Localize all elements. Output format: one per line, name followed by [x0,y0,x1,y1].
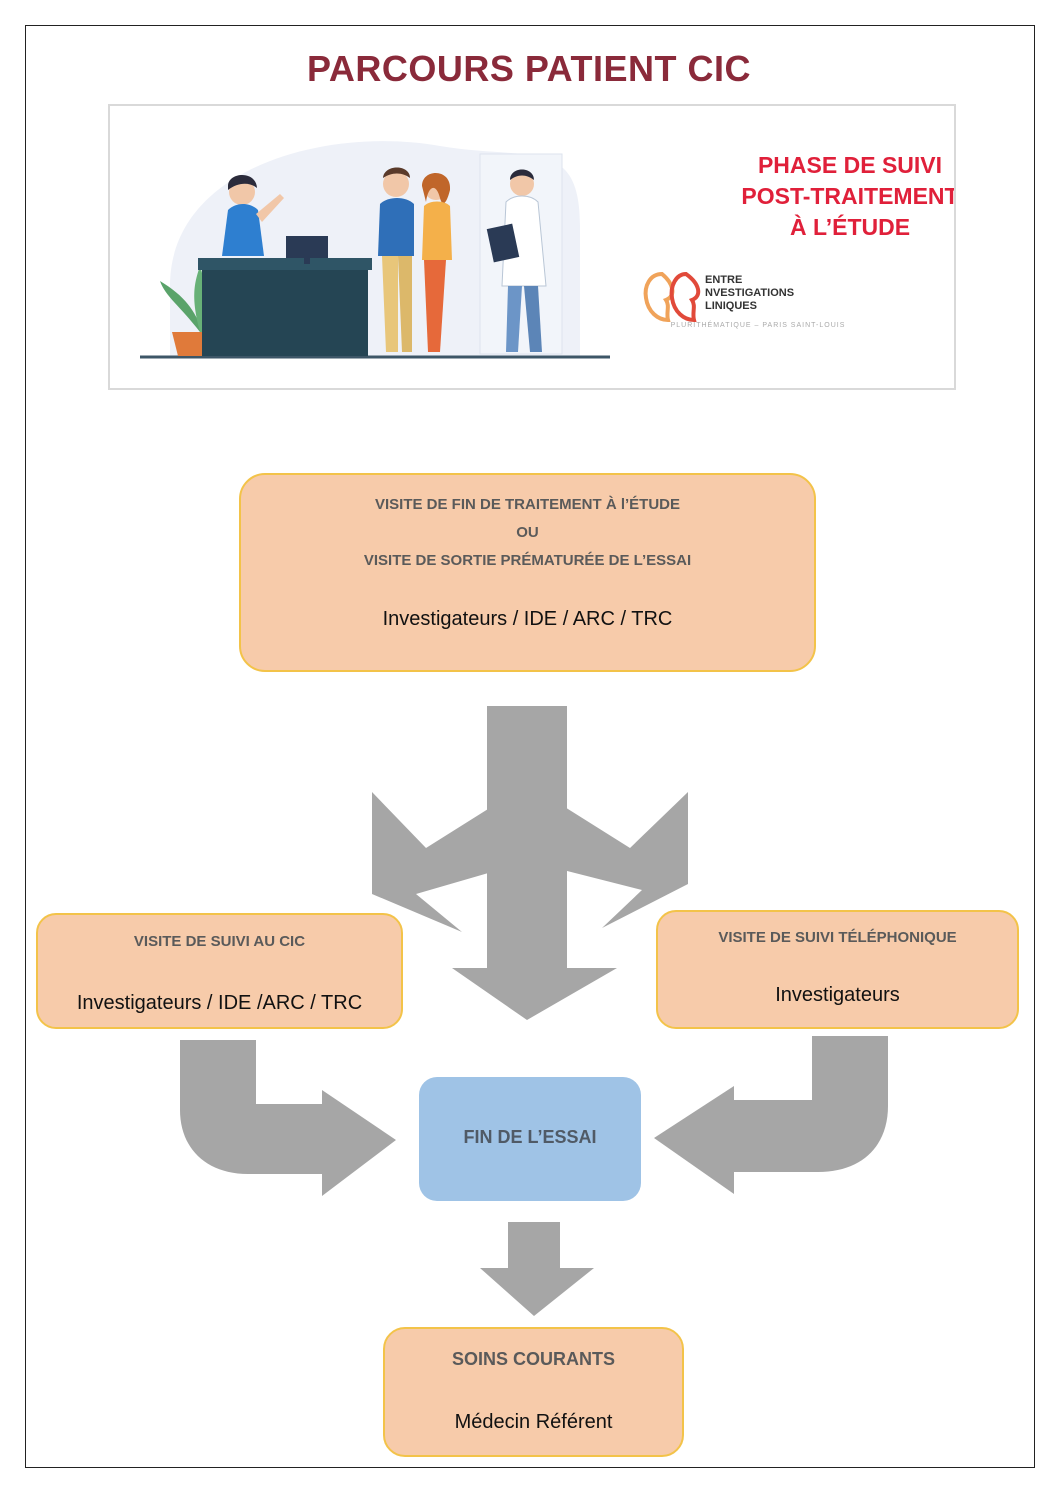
arrow-center-down [452,706,617,1020]
logo-line-3: LINIQUES [705,300,757,312]
box-end-of-treatment-visit: VISITE DE FIN DE TRAITEMENT À l’ÉTUDE OU… [239,473,816,672]
cic-followup-caption: VISITE DE SUIVI AU CIC [133,933,306,950]
end-visit-actors: Investigateurs / IDE / ARC / TRC [382,608,673,630]
usual-care-caption: SOINS COURANTS [451,1349,615,1369]
box-cic-followup-visit: VISITE DE SUIVI AU CIC Investigateurs / … [36,913,403,1029]
phase-heading: PHASE DE SUIVI POST-TRAITEMENT À L’ÉTUDE [710,150,956,243]
end-visit-line-3: VISITE DE SORTIE PRÉMATURÉE DE L’ESSAI [363,552,692,569]
logo-line-1: ENTRE [705,274,743,286]
phase-line-2: POST-TRAITEMENT [741,183,956,209]
page-title: PARCOURS PATIENT CIC [306,48,751,89]
phone-followup-actors: Investigateurs [775,984,900,1006]
banner-illustration [140,141,701,359]
arrow-right-diagonal [516,792,688,928]
cic-logo-text: ENTRE NVESTIGATIONS LINIQUES [705,274,794,313]
cic-followup-actors: Investigateurs / IDE /ARC / TRC [76,992,363,1014]
banner: PHASE DE SUIVI POST-TRAITEMENT À L’ÉTUDE… [108,104,956,390]
usual-care-actors: Médecin Référent [454,1411,613,1433]
end-visit-line-2: OU [516,524,539,541]
phase-line-1: PHASE DE SUIVI [757,152,943,178]
arrow-left-diagonal [372,792,540,932]
arrow-right-curved [654,1036,888,1194]
box-phone-followup-visit: VISITE DE SUIVI TÉLÉPHONIQUE Investigate… [656,910,1019,1029]
cic-logo-subtitle: PLURITHÉMATIQUE – PARIS SAINT-LOUIS [670,322,846,329]
end-of-trial-caption: FIN DE L’ESSAI [463,1127,597,1147]
arrow-bottom-down [480,1222,594,1316]
end-visit-line-1: VISITE DE FIN DE TRAITEMENT À l’ÉTUDE [374,496,681,513]
logo-line-2: NVESTIGATIONS [705,287,795,299]
box-end-of-trial: FIN DE L’ESSAI [419,1077,641,1201]
phase-line-3: À L’ÉTUDE [789,214,911,240]
arrow-left-curved [180,1040,396,1196]
page-frame [25,25,1035,1468]
phone-followup-caption: VISITE DE SUIVI TÉLÉPHONIQUE [718,929,957,946]
box-usual-care: SOINS COURANTS Médecin Référent [383,1327,684,1457]
